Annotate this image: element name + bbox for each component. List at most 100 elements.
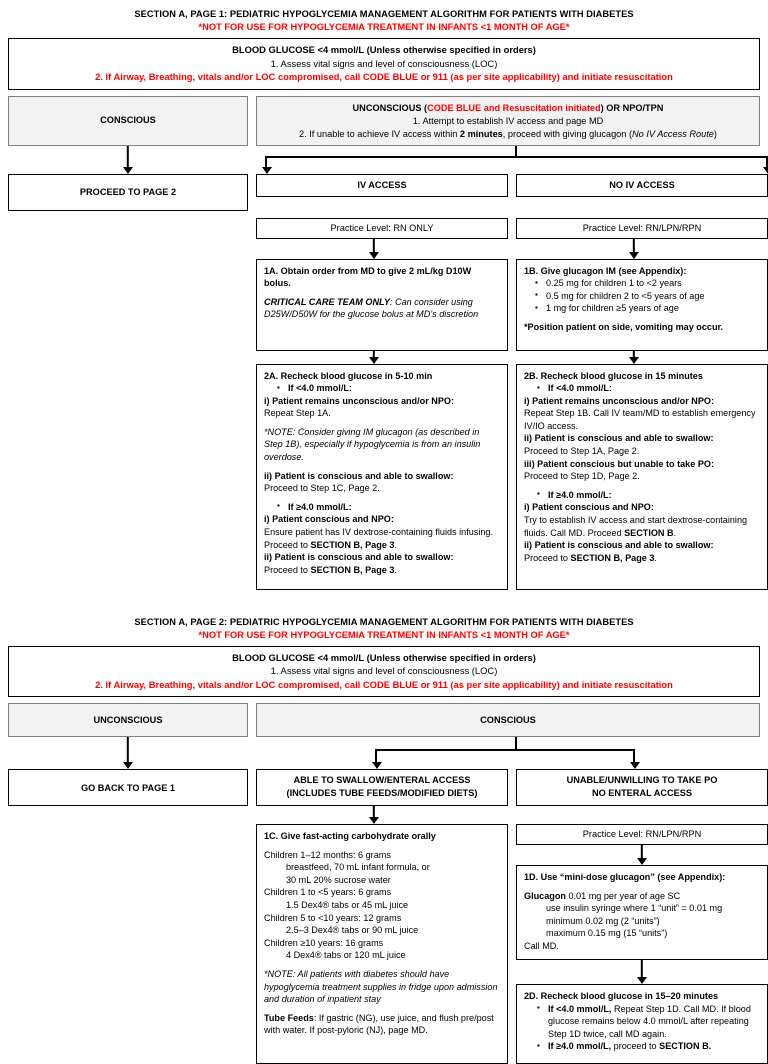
step-2b-low-i-detail: Repeat Step 1B. Call IV team/MD to estab… — [524, 407, 760, 432]
header-unconscious: UNCONSCIOUS — [8, 703, 248, 737]
list-item: 1 mg for children ≥5 years of age — [546, 302, 760, 315]
step-2a-low-ii: ii) Patient is conscious and able to swa… — [264, 470, 500, 483]
page1-connectors — [0, 146, 768, 174]
list-item: If ≥4.0 mmol/L: — [288, 501, 500, 514]
step-2d-bullets: If <4.0 mmol/L, Repeat Step 1D. Call MD.… — [534, 1003, 760, 1053]
page2-blood-glucose-banner: BLOOD GLUCOSE <4 mmol/L (Unless otherwis… — [8, 646, 760, 698]
step-1a-box: 1A. Obtain order from MD to give 2 mL/kg… — [256, 259, 508, 351]
step-2b-high-i-detail: Try to establish IV access and start dex… — [524, 514, 760, 539]
page2-connectors — [0, 737, 768, 769]
step-1b-title: 1B. Give glucagon IM (see Appendix): — [524, 265, 760, 278]
page1-arrows-to-step1 — [0, 239, 768, 259]
page2-arrows-row-1 — [0, 806, 768, 824]
list-item: If <4.0 mmol/L: — [548, 382, 760, 395]
box-go-back-to-page-1: GO BACK TO PAGE 1 — [8, 769, 248, 806]
banner-line-3: 2. If Airway, Breathing, vitals and/or L… — [15, 678, 753, 692]
step-1c-row-0-main: Children 1–12 months: 6 grams — [264, 849, 500, 862]
banner-line-1: BLOOD GLUCOSE <4 mmol/L (Unless otherwis… — [15, 651, 753, 665]
page2-content-row: 1C. Give fast-acting carbohydrate orally… — [0, 806, 768, 1064]
step-1d-call-md: Call MD. — [524, 940, 760, 953]
step-1d-sub-0: use insulin syringe where 1 “unit” = 0.0… — [524, 902, 760, 915]
step-1c-tube-feeds: Tube Feeds: If gastric (NG), use juice, … — [264, 1012, 500, 1037]
header-conscious: CONSCIOUS — [256, 703, 760, 737]
page1-branch-headers: CONSCIOUS UNCONSCIOUS (CODE BLUE and Res… — [0, 96, 768, 146]
box-proceed-to-page-2: PROCEED TO PAGE 2 — [8, 174, 248, 211]
step-2b-bullet-high: If ≥4.0 mmol/L: — [534, 489, 760, 502]
header-able-line-2: (INCLUDES TUBE FEEDS/MODIFIED DIETS) — [261, 787, 503, 800]
step-2b-title: 2B. Recheck blood glucose in 15 minutes — [524, 370, 760, 383]
list-item: If <4.0 mmol/L, Repeat Step 1D. Call MD.… — [548, 1003, 760, 1041]
step-1b-box: 1B. Give glucagon IM (see Appendix): 0.2… — [516, 259, 768, 351]
step-1c-title: 1C. Give fast-acting carbohydrate orally — [264, 830, 500, 843]
header-conscious: CONSCIOUS — [8, 96, 248, 146]
banner-line-2: 1. Assess vital signs and level of consc… — [15, 664, 753, 678]
step-1b-footer: *Position patient on side, vomiting may … — [524, 321, 760, 334]
practice-level-no-iv-access: Practice Level: RN/LPN/RPN — [516, 218, 768, 239]
header-no-iv-access: NO IV ACCESS — [516, 174, 768, 197]
banner-line-1: BLOOD GLUCOSE <4 mmol/L (Unless otherwis… — [15, 43, 753, 57]
step-2a-title: 2A. Recheck blood glucose in 5-10 min — [264, 370, 500, 383]
practice-level-iv-access: Practice Level: RN ONLY — [256, 218, 508, 239]
step-2b-low-iii-detail: Proceed to Step 1D, Page 2. — [524, 470, 760, 483]
section-a-page-2: SECTION A, PAGE 2: PEDIATRIC HYPOGLYCEMI… — [0, 590, 768, 1064]
page2-branch-headers: UNCONSCIOUS CONSCIOUS — [0, 703, 768, 737]
step-2b-low-iii: iii) Patient conscious but unable to tak… — [524, 458, 760, 471]
practice-level-no-po: Practice Level: RN/LPN/RPN — [516, 824, 768, 845]
page1-arrows-to-step2 — [0, 351, 768, 364]
header-unable-line-1: UNABLE/UNWILLING TO TAKE PO — [521, 774, 763, 787]
step-2b-high-i: i) Patient conscious and NPO: — [524, 501, 760, 514]
step-2b-box: 2B. Recheck blood glucose in 15 minutes … — [516, 364, 768, 590]
page2-arrow-to-2d — [516, 960, 768, 984]
step-1c-row-1-sub-0: 1.5 Dex4® tabs or 45 mL juice — [264, 899, 500, 912]
step-1c-row-0-sub-1: 30 mL 20% sucrose water — [264, 874, 500, 887]
header-unable-to-take-po: UNABLE/UNWILLING TO TAKE PO NO ENTERAL A… — [516, 769, 768, 806]
header-iv-access: IV ACCESS — [256, 174, 508, 197]
step-2b-high-ii-detail: Proceed to SECTION B, Page 3. — [524, 552, 760, 565]
page1-step1-row: 1A. Obtain order from MD to give 2 mL/kg… — [0, 259, 768, 351]
step-1a-title: 1A. Obtain order from MD to give 2 mL/kg… — [264, 265, 500, 290]
unconscious-line-2: 1. Attempt to establish IV access and pa… — [261, 115, 755, 128]
page1-blood-glucose-banner: BLOOD GLUCOSE <4 mmol/L (Unless otherwis… — [8, 38, 760, 90]
step-1c-row-3-main: Children ≥10 years: 16 grams — [264, 937, 500, 950]
step-1d-title: 1D. Use “mini-dose glucagon” (see Append… — [524, 871, 760, 884]
step-2a-bullet-low: If <4.0 mmol/L: — [274, 382, 500, 395]
step-2b-low-ii-detail: Proceed to Step 1A, Page 2. — [524, 445, 760, 458]
list-item: 0.5 mg for children 2 to <5 years of age — [546, 290, 760, 303]
page1-practice-levels: Practice Level: RN ONLY Practice Level: … — [0, 218, 768, 239]
step-1a-note: CRITICAL CARE TEAM ONLY: Can consider us… — [264, 296, 500, 321]
unconscious-line-1: UNCONSCIOUS (CODE BLUE and Resuscitation… — [261, 102, 755, 115]
step-2a-high-ii-detail: Proceed to SECTION B, Page 3. — [264, 564, 500, 577]
page2-route-headers: GO BACK TO PAGE 1 ABLE TO SWALLOW/ENTERA… — [0, 769, 768, 806]
page1-step2-row: 2A. Recheck blood glucose in 5-10 min If… — [0, 364, 768, 590]
step-1b-bullets: 0.25 mg for children 1 to <2 years 0.5 m… — [532, 277, 760, 315]
step-1d-sub-1: minimum 0.02 mg (2 “units”) — [524, 915, 760, 928]
header-unconscious: UNCONSCIOUS (CODE BLUE and Resuscitation… — [256, 96, 760, 146]
page2-arrow-to-1d — [516, 845, 768, 865]
banner-line-3: 2. If Airway, Breathing, vitals and/or L… — [15, 70, 753, 84]
banner-line-2: 1. Assess vital signs and level of consc… — [15, 57, 753, 71]
page1-subtitle: *NOT FOR USE FOR HYPOGLYCEMIA TREATMENT … — [0, 21, 768, 34]
step-1d-glucagon-line: Glucagon 0.01 mg per year of age SC — [524, 890, 760, 903]
step-2d-box: 2D. Recheck blood glucose in 15–20 minut… — [516, 984, 768, 1064]
step-1c-row-0-sub-0: breastfeed, 70 mL infant formula, or — [264, 861, 500, 874]
step-2b-low-i: i) Patient remains unconscious and/or NP… — [524, 395, 760, 408]
step-1c-row-1-main: Children 1 to <5 years: 6 grams — [264, 886, 500, 899]
page2-subtitle: *NOT FOR USE FOR HYPOGLYCEMIA TREATMENT … — [0, 629, 768, 642]
step-2b-low-ii: ii) Patient is conscious and able to swa… — [524, 432, 760, 445]
step-2a-box: 2A. Recheck blood glucose in 5-10 min If… — [256, 364, 508, 590]
list-item: 0.25 mg for children 1 to <2 years — [546, 277, 760, 290]
step-1d-box: 1D. Use “mini-dose glucagon” (see Append… — [516, 865, 768, 960]
header-unable-line-2: NO ENTERAL ACCESS — [521, 787, 763, 800]
step-1d-sub-2: maximum 0.15 mg (15 “units”) — [524, 927, 760, 940]
step-2a-high-ii: ii) Patient is conscious and able to swa… — [264, 551, 500, 564]
step-2a-low-i: i) Patient remains unconscious and/or NP… — [264, 395, 500, 408]
step-1c-row-2-sub-0: 2.5–3 Dex4® tabs or 90 mL juice — [264, 924, 500, 937]
list-item: If ≥4.0 mmol/L, proceed to SECTION B. — [548, 1040, 760, 1053]
page1-route-headers: PROCEED TO PAGE 2 IV ACCESS NO IV ACCESS — [0, 174, 768, 211]
list-item: If ≥4.0 mmol/L: — [548, 489, 760, 502]
step-1c-note: *NOTE: All patients with diabetes should… — [264, 968, 500, 1006]
page2-title: SECTION A, PAGE 2: PEDIATRIC HYPOGLYCEMI… — [0, 616, 768, 629]
step-1c-row-2-main: Children 5 to <10 years: 12 grams — [264, 912, 500, 925]
page1-title: SECTION A, PAGE 1: PEDIATRIC HYPOGLYCEMI… — [0, 8, 768, 21]
step-2a-low-note: *NOTE: Consider giving IM glucagon (as d… — [264, 426, 500, 464]
